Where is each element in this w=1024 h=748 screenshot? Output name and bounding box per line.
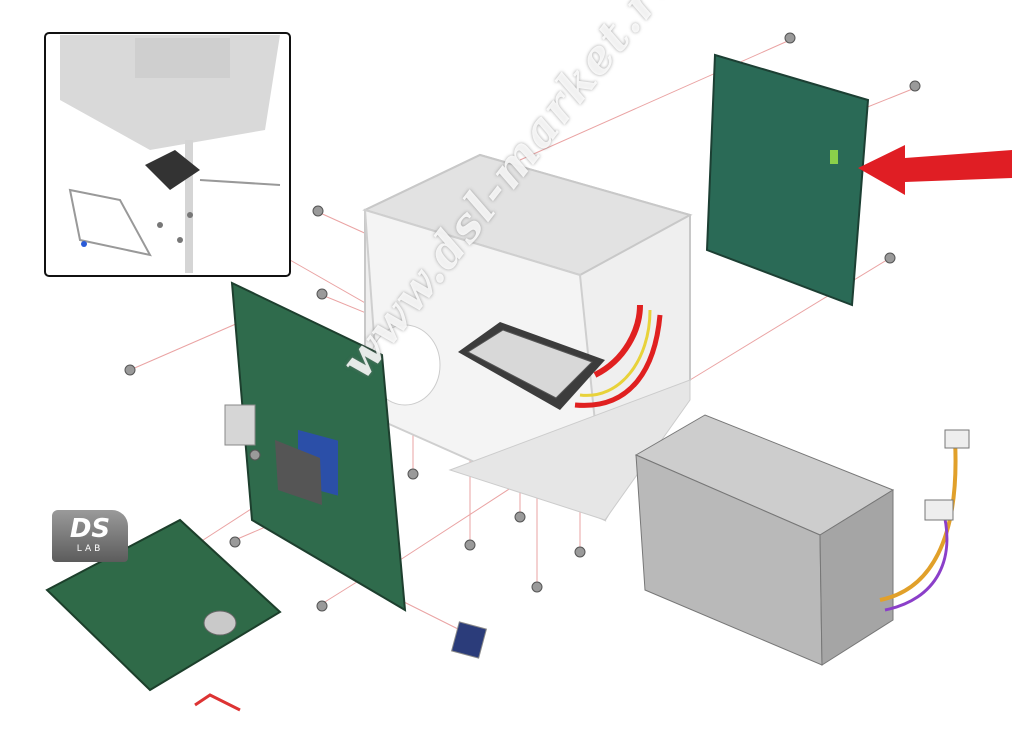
screws (124, 32, 921, 612)
ds-lab-logo: DS LAB (52, 510, 128, 562)
logo-subtext: LAB (76, 544, 104, 554)
logo-text: DS (69, 514, 111, 544)
power-supply-unit (634, 414, 970, 666)
fax-card (45, 518, 282, 712)
red-arrow-indicator (858, 145, 1012, 195)
control-board (705, 53, 870, 307)
sd-card (450, 621, 488, 659)
hard-disk-drive (458, 304, 663, 410)
detail-inset (44, 32, 291, 277)
formatter-board (224, 281, 407, 612)
